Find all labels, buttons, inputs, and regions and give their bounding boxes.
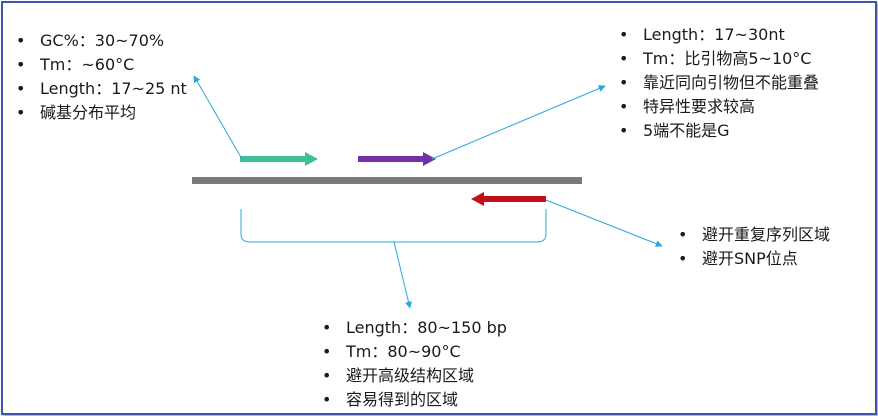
amplicon-note-item: •Tm：80~90°C: [320, 340, 507, 364]
probe-callout-line: [431, 85, 606, 160]
primer-note-item: •碱基分布平均: [14, 101, 187, 125]
primer-notes-list: •GC%：30~70% •Tm：~60°C •Length：17~25 nt •…: [14, 29, 187, 125]
bullet-icon: •: [16, 55, 26, 74]
bullet-icon: •: [619, 73, 629, 92]
primer-note-item: •Length：17~25 nt: [14, 77, 187, 101]
bullet-icon: •: [678, 249, 688, 268]
bullet-icon: •: [16, 31, 26, 50]
probe-note-item: •靠近同向引物但不能重叠: [617, 71, 819, 95]
forward-primer-arrow: [240, 152, 318, 166]
bullet-icon: •: [678, 225, 688, 244]
probe-notes-list: •Length：17~30nt •Tm：比引物高5~10°C •靠近同向引物但不…: [617, 23, 819, 143]
amplicon-bracket: [240, 209, 547, 243]
bullet-icon: •: [322, 366, 332, 385]
reverse-primer-note-item: •避开重复序列区域: [676, 223, 830, 247]
bullet-icon: •: [619, 49, 629, 68]
amplicon-notes-list: •Length：80~150 bp •Tm：80~90°C •避开高级结构区域 …: [320, 316, 507, 412]
bullet-icon: •: [619, 97, 629, 116]
bullet-icon: •: [16, 79, 26, 98]
bullet-icon: •: [322, 342, 332, 361]
primer-callout-line: [193, 75, 243, 160]
primer-note-item: •Tm：~60°C: [14, 53, 187, 77]
reverse-primer-notes-list: •避开重复序列区域 •避开SNP位点: [676, 223, 830, 271]
probe-note-item: •Tm：比引物高5~10°C: [617, 47, 819, 71]
amplicon-callout-line: [393, 241, 412, 309]
amplicon-note-item: •避开高级结构区域: [320, 364, 507, 388]
template-strand: [192, 177, 582, 184]
probe-note-item: •5端不能是G: [617, 119, 819, 143]
reverse-primer-note-item: •避开SNP位点: [676, 247, 830, 271]
probe-note-item: •特异性要求较高: [617, 95, 819, 119]
probe-arrow: [358, 152, 436, 166]
amplicon-note-item: •容易得到的区域: [320, 388, 507, 412]
bullet-icon: •: [322, 390, 332, 409]
amplicon-note-item: •Length：80~150 bp: [320, 316, 507, 340]
bullet-icon: •: [16, 103, 26, 122]
reverse-primer-arrow: [471, 192, 546, 206]
bullet-icon: •: [619, 121, 629, 140]
probe-note-item: •Length：17~30nt: [617, 23, 819, 47]
bullet-icon: •: [619, 25, 629, 44]
bullet-icon: •: [322, 318, 332, 337]
reverse-primer-callout-line: [545, 199, 663, 247]
primer-note-item: •GC%：30~70%: [14, 29, 187, 53]
